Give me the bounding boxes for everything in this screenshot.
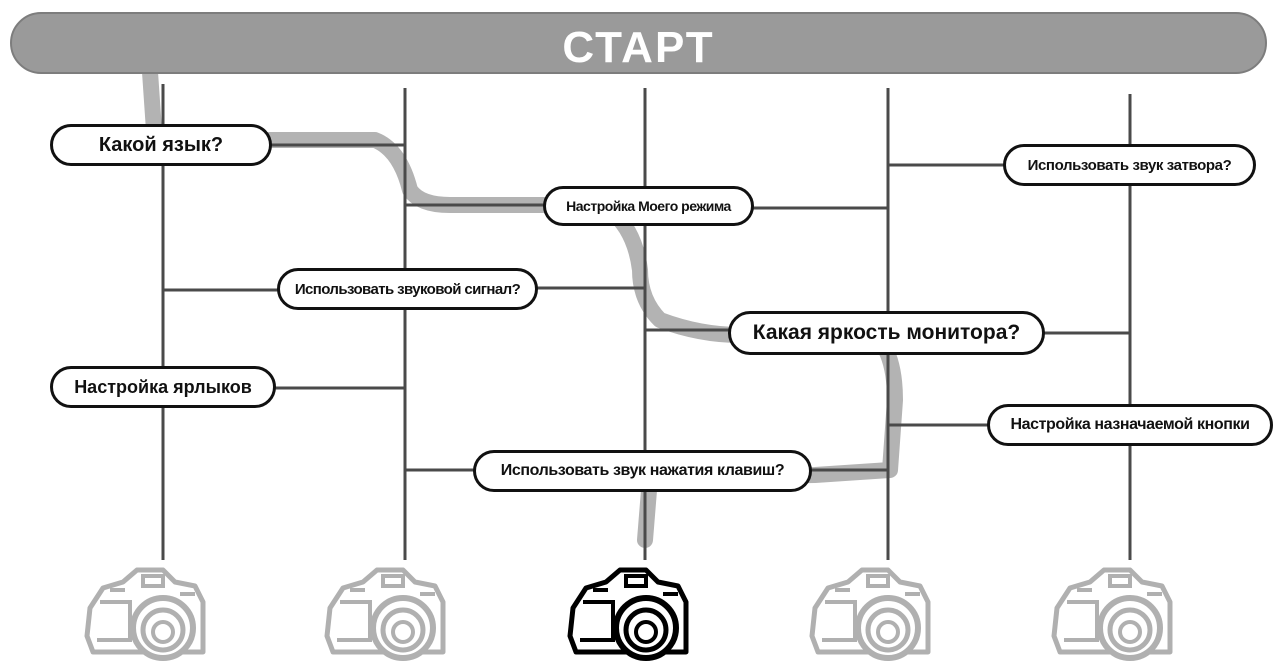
question-assign-button-label: Настройка назначаемой кнопки — [1010, 416, 1250, 433]
question-language: Какой язык? — [50, 124, 272, 166]
question-shutter-sound-label: Использовать звук затвора? — [1027, 156, 1232, 174]
question-brightness-label: Какая яркость монитора? — [752, 321, 1021, 344]
question-beep: Использовать звуковой сигнал? — [277, 268, 538, 310]
question-beep-label: Использовать звуковой сигнал? — [294, 280, 521, 298]
camera-icon — [812, 570, 928, 658]
camera-icon — [87, 570, 203, 658]
question-my-mode-label: Настройка Моего режима — [566, 198, 731, 214]
question-key-sound: Использовать звук нажатия клавиш? — [473, 450, 812, 492]
question-brightness: Какая яркость монитора? — [728, 311, 1045, 355]
question-shortcuts-label: Настройка ярлыков — [74, 376, 252, 397]
question-shortcuts: Настройка ярлыков — [50, 366, 276, 408]
start-label: СТАРТ — [562, 23, 715, 72]
question-my-mode: Настройка Моего режима — [543, 186, 754, 226]
camera-icon — [1054, 570, 1170, 658]
question-language-label: Какой язык? — [98, 133, 224, 156]
start-bar: СТАРТ — [10, 12, 1267, 74]
camera-icon — [327, 570, 443, 658]
camera-icon — [570, 570, 686, 658]
question-shutter-sound: Использовать звук затвора? — [1003, 144, 1256, 186]
question-assign-button: Настройка назначаемой кнопки — [987, 404, 1273, 446]
question-key-sound-label: Использовать звук нажатия клавиш? — [500, 462, 785, 479]
